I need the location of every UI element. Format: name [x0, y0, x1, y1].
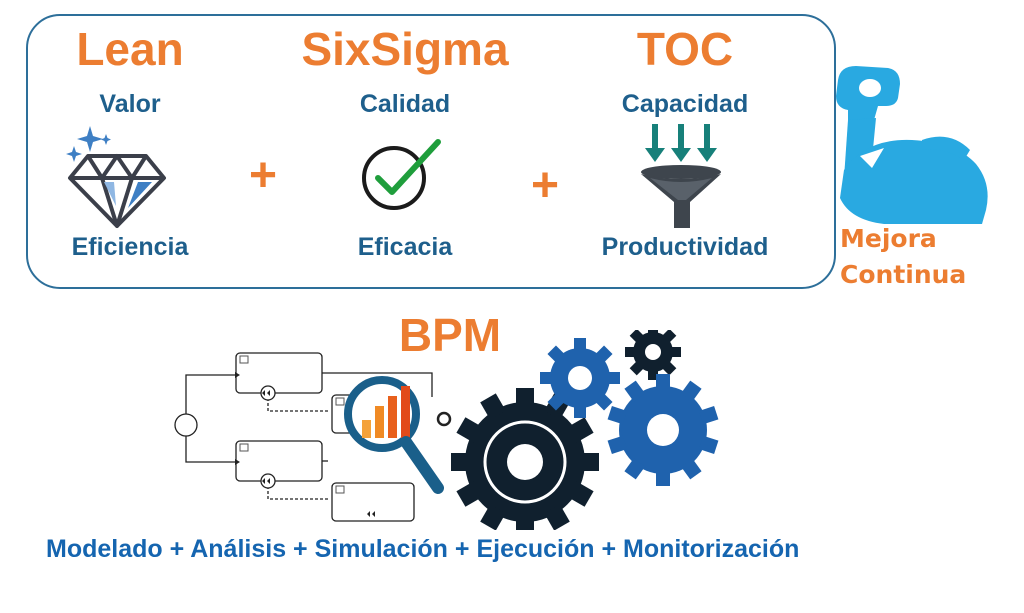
sixsigma-top-label: Calidad — [359, 90, 451, 118]
gears-icon — [451, 330, 719, 530]
plus-sign: + — [248, 149, 278, 202]
methods-frame — [26, 14, 836, 289]
magnifier-chart-icon — [344, 376, 444, 494]
mejora-line2: Continua — [840, 260, 967, 289]
sixsigma-title: SixSigma — [301, 23, 509, 75]
diamond-icon — [66, 126, 166, 228]
lean-bottom-label: Eficiencia — [71, 233, 189, 261]
lean-top-label: Valor — [99, 90, 161, 118]
lean-title: Lean — [76, 23, 184, 75]
toc-title: TOC — [636, 23, 734, 75]
funnel-icon — [641, 124, 721, 228]
plus-sign: + — [530, 159, 560, 212]
flexed-arm-icon — [836, 66, 988, 224]
bpm-title: BPM — [398, 309, 502, 361]
toc-top-label: Capacidad — [621, 90, 749, 118]
bpm-caption: Modelado + Análisis + Simulación + Ejecu… — [46, 535, 800, 563]
toc-bottom-label: Productividad — [601, 233, 769, 261]
checkmark-icon — [362, 139, 441, 210]
sixsigma-bottom-label: Eficacia — [357, 233, 453, 261]
process-diagram-icon — [174, 352, 452, 522]
mejora-line1: Mejora — [840, 224, 937, 253]
